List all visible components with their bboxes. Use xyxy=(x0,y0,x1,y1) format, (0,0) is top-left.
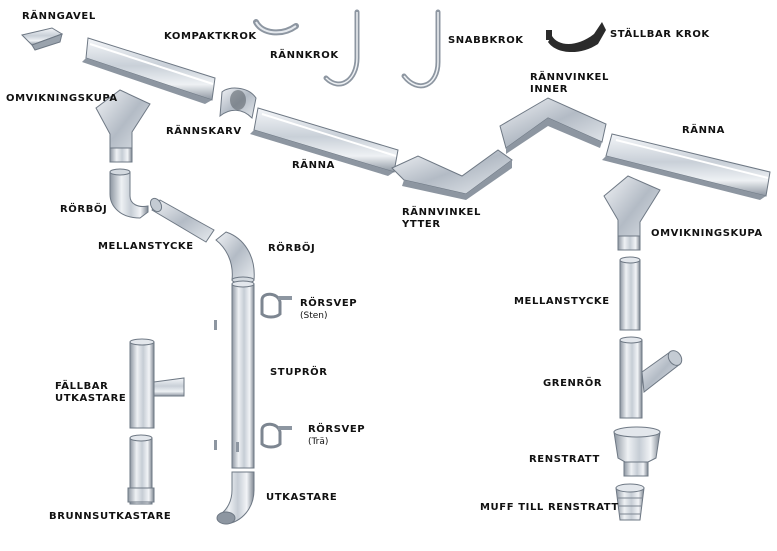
kompaktkrok-label: KOMPAKTKROK xyxy=(164,31,257,42)
omvikningskupa-left-part xyxy=(95,89,151,163)
rannvinkel-inner-label-line2: INNER xyxy=(530,84,568,95)
snabbkrok-label: SNABBKROK xyxy=(448,35,524,46)
ranna-mid-part xyxy=(250,107,399,176)
brunnsutkastare-label: BRUNNSUTKASTARE xyxy=(49,511,172,522)
stupror-label: STUPRÖR xyxy=(270,367,328,378)
utkastare-label: UTKASTARE xyxy=(266,492,338,503)
ranngavel-part xyxy=(21,27,64,51)
rannvinkel-ytter-label-line1: RÄNNVINKEL xyxy=(402,207,481,218)
rorboj-mid-part xyxy=(215,231,255,284)
rorsvep-tra-part xyxy=(260,422,292,449)
rorboj-left-part xyxy=(109,168,149,219)
rannskarv-part xyxy=(219,87,257,120)
stupror-part xyxy=(231,280,255,469)
fallbar-utkastare-label-line2: UTKASTARE xyxy=(55,393,127,404)
utkastare-part xyxy=(216,471,255,525)
grenror-label: GRENRÖR xyxy=(543,378,603,389)
mellanstycke-right-label: MELLANSTYCKE xyxy=(514,296,610,307)
ranngavel-label: RÄNNGAVEL xyxy=(22,11,96,22)
omvikningskupa-right-part xyxy=(603,175,661,251)
stallbar-krok-part xyxy=(546,22,606,53)
brunnsutkastare-part xyxy=(127,434,155,505)
rorsvep-sten-part xyxy=(260,292,292,319)
rannskarv-label: RÄNNSKARV xyxy=(166,126,242,137)
renstratt-label: RENSTRATT xyxy=(529,454,600,465)
omvikningskupa-right-label: OMVIKNINGSKUPA xyxy=(651,228,763,239)
rannkrok-part xyxy=(323,9,360,87)
stallbar-krok-label: STÄLLBAR KROK xyxy=(610,29,710,40)
rorsvep-tra-label: RÖRSVEP xyxy=(308,424,366,435)
omvikningskupa-left-label: OMVIKNINGSKUPA xyxy=(6,93,118,104)
renstratt-part xyxy=(613,426,661,477)
snabbkrok-part xyxy=(401,9,441,89)
ranna-mid-label: RÄNNA xyxy=(292,160,335,171)
mellanstycke-right-part xyxy=(619,256,641,331)
rannkrok-label: RÄNNKROK xyxy=(270,50,339,61)
rorsvep-sten-sublabel: (Sten) xyxy=(300,311,328,321)
grenror-part xyxy=(619,336,683,419)
muff-till-renstratt-part xyxy=(615,483,645,521)
kompaktkrok-part xyxy=(253,19,299,36)
mellanstycke-left-part xyxy=(149,197,215,243)
muff-till-renstratt-label: MUFF TILL RENSTRATT xyxy=(480,502,619,513)
rorboj-left-label: RÖRBÖJ xyxy=(60,204,108,215)
fallbar-utkastare-part xyxy=(129,338,185,429)
ranna-left-part xyxy=(82,37,216,104)
fallbar-utkastare-label-line1: FÄLLBAR xyxy=(55,381,109,392)
clip-parts xyxy=(214,320,239,452)
ranna-right-label: RÄNNA xyxy=(682,125,725,136)
mellanstycke-left-label: MELLANSTYCKE xyxy=(98,241,194,252)
rannvinkel-ytter-part xyxy=(391,149,513,200)
rorsvep-sten-label: RÖRSVEP xyxy=(300,298,358,309)
rannvinkel-inner-part xyxy=(499,97,607,154)
ranna-right-part xyxy=(602,133,771,200)
rorboj-mid-label: RÖRBÖJ xyxy=(268,243,316,254)
rorsvep-tra-sublabel: (Trä) xyxy=(308,437,329,447)
rannvinkel-inner-label-line1: RÄNNVINKEL xyxy=(530,72,609,83)
rannvinkel-ytter-label-line2: YTTER xyxy=(402,219,441,230)
